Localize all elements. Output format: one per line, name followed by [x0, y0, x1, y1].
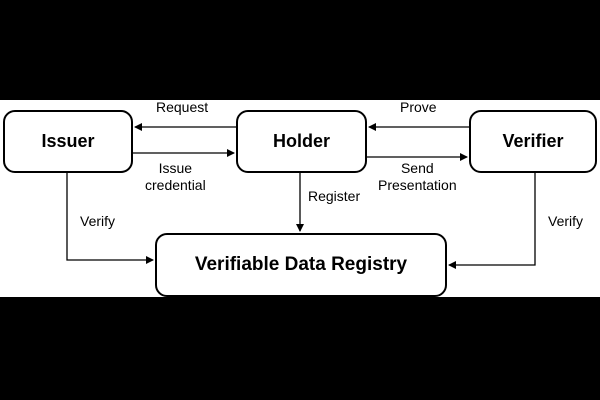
- verifier-verify-label: Verify: [548, 213, 584, 229]
- holder-label: Holder: [272, 131, 330, 151]
- verifiable-data-registry-node: Verifiable Data Registry: [155, 233, 447, 297]
- issuer-node: Issuer: [3, 110, 133, 173]
- issuer-verify-arrow: [66, 173, 154, 264]
- issue-credential-label: Issue credential: [145, 160, 206, 194]
- issuer-verify-label: Verify: [80, 213, 116, 229]
- prove-label: Prove: [400, 99, 437, 115]
- send-presentation-label: Send Presentation: [378, 160, 457, 194]
- verifier-verify-arrow: [448, 173, 536, 269]
- verifier-label: Verifier: [502, 131, 564, 151]
- send-label-line2: Presentation: [378, 177, 457, 193]
- request-label: Request: [156, 99, 209, 115]
- issuer-label: Issuer: [41, 131, 95, 151]
- vc-flow-diagram: Issuer Holder Verifier Verifiable Data R…: [0, 99, 600, 297]
- send-label-line1: Send: [400, 160, 434, 176]
- registry-label: Verifiable Data Registry: [194, 254, 408, 275]
- verifier-node: Verifier: [469, 110, 597, 173]
- issue-label-line2: credential: [145, 177, 206, 193]
- connector-layer: [66, 123, 536, 269]
- holder-node: Holder: [236, 110, 367, 173]
- register-label: Register: [308, 188, 361, 204]
- issue-label-line1: Issue: [158, 160, 193, 176]
